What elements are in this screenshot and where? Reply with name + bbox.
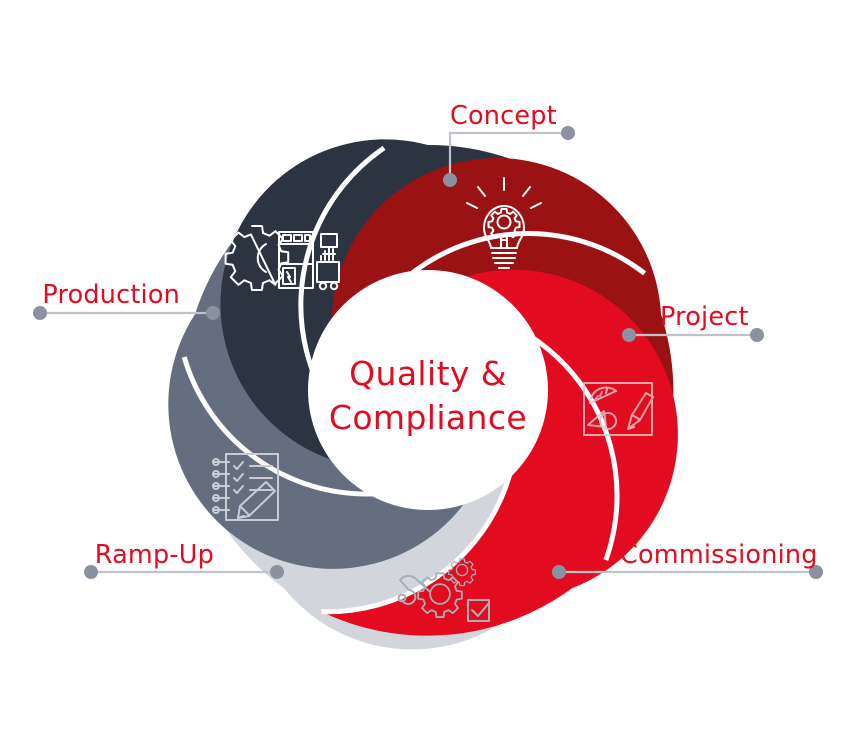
connector-ramp-up xyxy=(84,565,284,579)
connector-project xyxy=(622,328,764,342)
lightbulb-gear-icon xyxy=(466,177,542,269)
center-title-line2: Compliance xyxy=(329,398,527,437)
gear-factory-icon xyxy=(224,225,340,291)
label-ramp-up[interactable]: Ramp-Up xyxy=(95,540,214,570)
connector-commissioning xyxy=(552,565,823,579)
drafting-tools-icon xyxy=(583,382,654,436)
label-commissioning[interactable]: Commissioning xyxy=(620,540,818,570)
label-project[interactable]: Project xyxy=(660,302,749,332)
wrench-gears-checkbox-icon xyxy=(397,558,490,622)
checklist-pencil-icon xyxy=(212,453,279,521)
petal-concept[interactable] xyxy=(210,209,743,720)
connector-production xyxy=(33,306,220,320)
center-hub xyxy=(308,270,548,510)
connector-concept xyxy=(443,126,575,187)
label-production[interactable]: Production xyxy=(42,280,180,310)
petal-project[interactable] xyxy=(294,115,733,618)
label-concept[interactable]: Concept xyxy=(450,101,557,131)
center-title-line1: Quality & xyxy=(349,354,507,393)
